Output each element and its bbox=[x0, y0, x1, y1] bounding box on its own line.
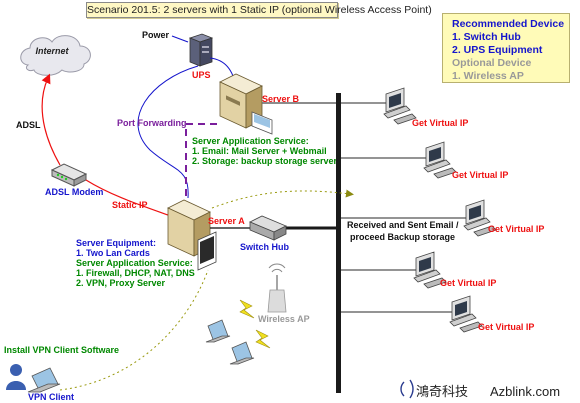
wireless-signal-icon bbox=[239, 299, 255, 319]
recommended-device-box: Recommended Device 1. Switch Hub 2. UPS … bbox=[442, 13, 570, 83]
server-a-label: Server A bbox=[208, 216, 245, 226]
server-b-service-heading: Server Application Service: bbox=[192, 136, 309, 146]
wireless-signal-icon bbox=[255, 329, 271, 349]
recommended-item-1: 1. Switch Hub bbox=[452, 31, 521, 43]
switch-hub-label: Switch Hub bbox=[240, 242, 290, 252]
client-pc-icon bbox=[423, 141, 457, 179]
ups-to-server-a-cable bbox=[137, 65, 199, 199]
get-virtual-ip-label: Get Virtual IP bbox=[412, 118, 468, 128]
vpn-tunnel-upper bbox=[211, 189, 354, 209]
server-b-service-line2: 2. Storage: backup storage server bbox=[192, 156, 338, 166]
server-b-service-line1: 1. Email: Mail Server + Webmail bbox=[192, 146, 327, 156]
recommended-item-2: 2. UPS Equipment bbox=[452, 44, 543, 56]
optional-heading: Optional Device bbox=[452, 57, 532, 69]
get-virtual-ip-label: Get Virtual IP bbox=[488, 224, 544, 234]
server-a-equipment-line1: 1. Two Lan Cards bbox=[76, 248, 150, 258]
power-arrow bbox=[171, 35, 189, 43]
switch-hub-icon bbox=[249, 215, 287, 241]
wireless-ap-label: Wireless AP bbox=[258, 314, 310, 324]
adsl-modem-label: ADSL Modem bbox=[45, 187, 103, 197]
server-b-icon bbox=[219, 73, 273, 135]
static-ip-label: Static IP bbox=[112, 200, 148, 210]
get-virtual-ip-label: Get Virtual IP bbox=[478, 322, 534, 332]
static-ip-link bbox=[85, 179, 169, 216]
port-forwarding-label: Port Forwarding bbox=[117, 118, 187, 128]
server-a-service-line1: 1. Firewall, DHCP, NAT, DNS bbox=[76, 268, 195, 278]
server-a-service-heading: Server Application Service: bbox=[76, 258, 193, 268]
network-bus bbox=[336, 93, 341, 393]
recommended-heading: Recommended Device bbox=[452, 18, 565, 30]
client-pc-icon bbox=[449, 295, 483, 333]
client-pc-icon bbox=[463, 199, 497, 237]
server-b-label: Server B bbox=[262, 94, 300, 104]
vpn-client-label: VPN Client bbox=[28, 392, 74, 402]
received-sent-line1: Received and Sent Email / bbox=[347, 220, 459, 230]
server-a-equipment-heading: Server Equipment: bbox=[76, 238, 156, 248]
server-a-icon bbox=[167, 199, 217, 271]
brand-logo-icon bbox=[400, 379, 414, 399]
ups-label: UPS bbox=[192, 70, 211, 80]
brand-chinese: 鴻奇科技 bbox=[416, 384, 468, 400]
install-vpn-label: Install VPN Client Software bbox=[4, 345, 119, 355]
internet-cloud-icon bbox=[20, 35, 91, 76]
vpn-tunnel-lower bbox=[59, 269, 209, 391]
internet-label: Internet bbox=[35, 46, 69, 56]
laptop-icon bbox=[229, 341, 255, 365]
adsl-link bbox=[41, 73, 61, 166]
port-forwarding-link bbox=[185, 123, 220, 196]
brand-site: Azblink.com bbox=[490, 384, 560, 399]
wireless-ap-icon bbox=[267, 263, 287, 313]
get-virtual-ip-label: Get Virtual IP bbox=[440, 278, 496, 288]
ups-icon bbox=[188, 33, 214, 67]
client-pc-icon bbox=[413, 251, 447, 289]
adsl-label: ADSL bbox=[16, 120, 41, 130]
optional-item-1: 1. Wireless AP bbox=[452, 70, 524, 82]
vpn-client-person-icon bbox=[6, 364, 26, 390]
adsl-modem-icon bbox=[50, 163, 88, 187]
power-label: Power bbox=[142, 30, 170, 40]
server-a-service-line2: 2. VPN, Proxy Server bbox=[76, 278, 166, 288]
received-sent-line2: proceed Backup storage bbox=[350, 232, 455, 242]
get-virtual-ip-label: Get Virtual IP bbox=[452, 170, 508, 180]
vpn-client-laptop-icon bbox=[27, 367, 61, 393]
laptop-icon bbox=[205, 319, 231, 343]
client-pc-icon bbox=[383, 87, 417, 125]
scenario-title: Scenario 201.5: 2 servers with 1 Static … bbox=[86, 2, 432, 18]
